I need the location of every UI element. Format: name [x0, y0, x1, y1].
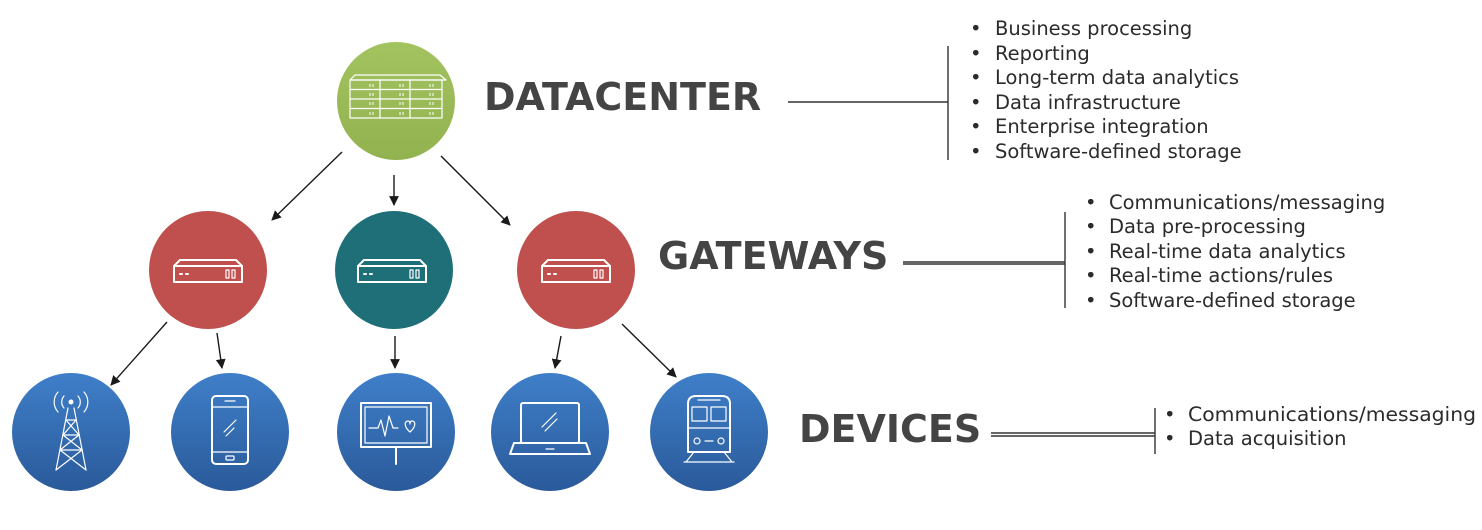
arrow-gateway-1-to-phone [215, 332, 226, 369]
device-node-monitor [337, 373, 455, 491]
gateway-box-icon [357, 259, 427, 283]
list-item: Data infrastructure [995, 91, 1181, 114]
list-item: Software-defined storage [1109, 289, 1356, 312]
list-bullet: • [970, 115, 982, 138]
device-node-tower [12, 373, 130, 491]
smartphone-icon [211, 395, 249, 465]
arrow-gateway-1-to-tower [110, 321, 168, 386]
gateway-box-icon [541, 259, 611, 283]
arrow-gateway-3-to-train [621, 323, 677, 378]
device-node-phone [171, 373, 289, 491]
datacenter-node [337, 42, 455, 160]
datacenter-title: DATACENTER [484, 75, 761, 119]
gateways-title: GATEWAYS [658, 234, 888, 278]
list-bullet: • [970, 140, 982, 163]
train-icon [683, 395, 735, 463]
device-node-train [650, 373, 768, 491]
list-bullet: • [1085, 264, 1097, 287]
arrow-datacenter-to-gateway-3 [440, 155, 511, 226]
list-item: Reporting [995, 42, 1090, 65]
cell-tower-icon [53, 391, 89, 471]
arrow-datacenter-to-gateway-1 [271, 151, 343, 221]
gateways-feature-list: • Communications/messaging • Data pre-pr… [1085, 191, 1385, 312]
gateway-node-2 [335, 211, 453, 329]
laptop-icon [509, 402, 591, 455]
list-bullet: • [1085, 240, 1097, 263]
list-bullet: • [1164, 403, 1176, 426]
list-bullet: • [970, 42, 982, 65]
device-node-laptop [491, 373, 609, 491]
list-item: Real-time data analytics [1109, 240, 1346, 263]
list-bullet: • [970, 17, 982, 40]
list-item: Business processing [995, 17, 1192, 40]
list-item: Communications/messaging [1188, 403, 1476, 426]
heart-monitor-icon [360, 402, 432, 465]
gateway-node-3 [517, 211, 635, 329]
list-bullet: • [970, 91, 982, 114]
gateways-connector [903, 212, 1066, 308]
list-item: Software-defined storage [995, 140, 1242, 163]
gateway-box-icon [173, 259, 243, 283]
datacenter-connector [788, 46, 949, 160]
list-bullet: • [970, 66, 982, 89]
connector-arrows [110, 151, 677, 386]
list-item: Real-time actions/rules [1109, 264, 1333, 287]
devices-connector [991, 408, 1156, 454]
list-bullet: • [1085, 215, 1097, 238]
arrow-gateway-3-to-laptop [551, 335, 562, 369]
gateway-node-1 [149, 211, 267, 329]
list-bullet: • [1085, 289, 1097, 312]
list-item: Communications/messaging [1109, 191, 1385, 214]
datacenter-feature-list: • Business processing • Reporting • Long… [970, 17, 1242, 163]
devices-title: DEVICES [799, 407, 981, 451]
list-bullet: • [1085, 191, 1097, 214]
list-item: Long-term data analytics [995, 66, 1239, 89]
server-rack-icon [349, 74, 447, 119]
list-item: Enterprise integration [995, 115, 1209, 138]
list-item: Data acquisition [1188, 427, 1347, 450]
devices-feature-list: • Communications/messaging • Data acquis… [1164, 403, 1476, 450]
list-item: Data pre-processing [1109, 215, 1306, 238]
list-bullet: • [1164, 427, 1176, 450]
